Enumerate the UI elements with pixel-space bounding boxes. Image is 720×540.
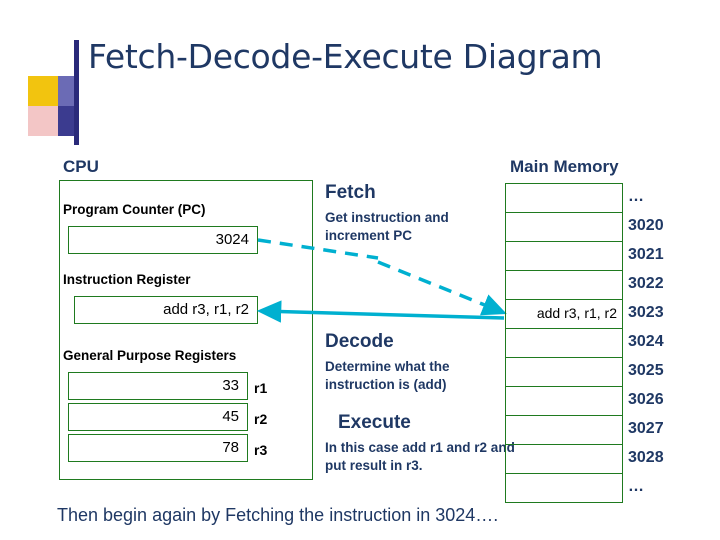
memory-address: 3022 bbox=[628, 275, 664, 292]
general-purpose-registers-label: General Purpose Registers bbox=[63, 348, 237, 363]
memory-cell bbox=[506, 271, 622, 300]
stage-fetch-body: Get instruction and increment PC bbox=[325, 210, 449, 243]
footer-text: Then begin again by Fetching the instruc… bbox=[57, 505, 499, 525]
memory-address: 3020 bbox=[628, 217, 664, 234]
memory-cell bbox=[506, 184, 622, 213]
memory-cell bbox=[506, 416, 622, 445]
memory-cell bbox=[506, 242, 622, 271]
register-r3-name: r3 bbox=[254, 442, 268, 458]
decoration-yellow-square bbox=[28, 76, 58, 106]
cpu-box bbox=[59, 180, 313, 480]
main-memory-label: Main Memory bbox=[510, 157, 619, 176]
register-r1-value: 33 bbox=[68, 372, 248, 400]
memory-address: 3026 bbox=[628, 391, 664, 408]
cpu-label: CPU bbox=[63, 157, 99, 176]
program-counter-label: Program Counter (PC) bbox=[63, 202, 206, 217]
register-r1-name: r1 bbox=[254, 380, 268, 396]
memory-address: … bbox=[628, 478, 644, 495]
register-r2-name: r2 bbox=[254, 411, 268, 427]
memory-cell bbox=[506, 213, 622, 242]
main-memory-grid: add r3, r1, r2 bbox=[505, 183, 623, 503]
decoration-navy-square bbox=[58, 106, 74, 136]
stage-decode-heading: Decode bbox=[325, 331, 394, 352]
memory-cell bbox=[506, 329, 622, 358]
page-title: Fetch-Decode-Execute Diagram bbox=[88, 37, 603, 76]
memory-cell bbox=[506, 358, 622, 387]
program-counter-value: 3024 bbox=[68, 226, 258, 254]
stage-fetch-heading: Fetch bbox=[325, 182, 376, 203]
memory-address: 3025 bbox=[628, 362, 664, 379]
stage-execute-heading: Execute bbox=[338, 412, 411, 433]
memory-cell bbox=[506, 474, 622, 503]
memory-address: 3021 bbox=[628, 246, 664, 263]
register-r3-value: 78 bbox=[68, 434, 248, 462]
memory-address: … bbox=[628, 188, 644, 205]
register-r2-value: 45 bbox=[68, 403, 248, 431]
decoration-pink-square bbox=[28, 106, 58, 136]
memory-address: 3023 bbox=[628, 304, 664, 321]
stage-decode-body: Determine what the instruction is (add) bbox=[325, 359, 450, 392]
memory-address: 3027 bbox=[628, 420, 664, 437]
memory-cell bbox=[506, 445, 622, 474]
stage-execute-body: In this case add r1 and r2 and put resul… bbox=[325, 440, 515, 473]
memory-address: 3028 bbox=[628, 449, 664, 466]
memory-address: 3024 bbox=[628, 333, 664, 350]
memory-cell bbox=[506, 387, 622, 416]
instruction-register-value: add r3, r1, r2 bbox=[74, 296, 258, 324]
instruction-register-label: Instruction Register bbox=[63, 272, 191, 287]
decoration-navy-square-top bbox=[58, 76, 74, 106]
memory-cell: add r3, r1, r2 bbox=[506, 300, 622, 329]
decoration-vertical-bar bbox=[74, 40, 79, 145]
